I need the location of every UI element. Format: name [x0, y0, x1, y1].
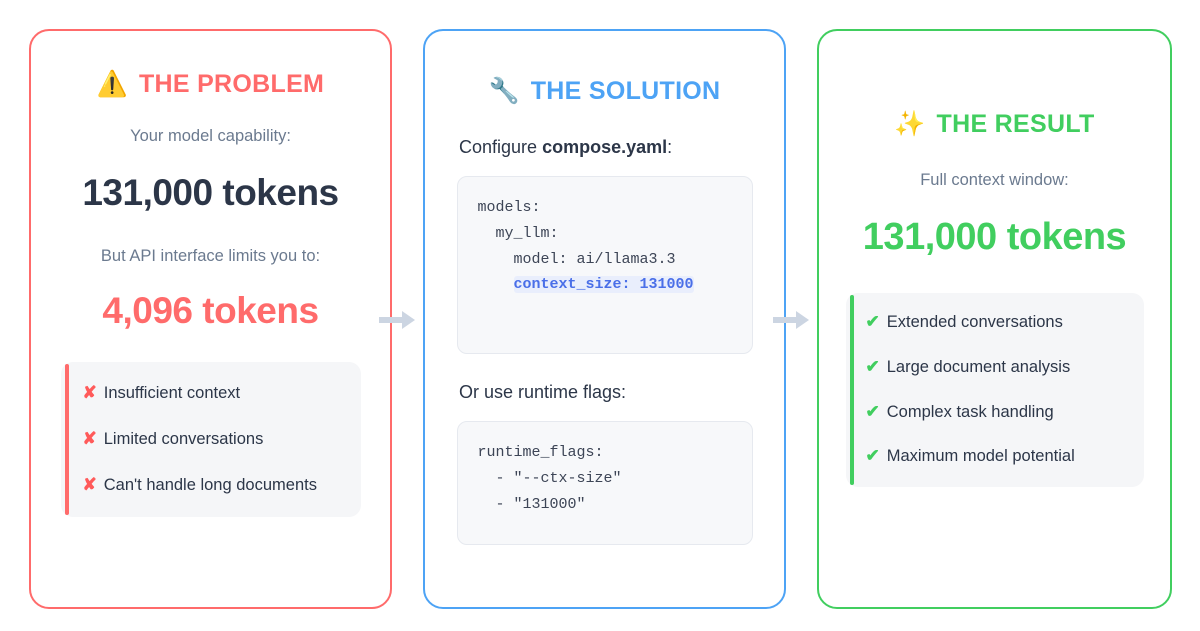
list-item-label: Large document analysis	[886, 357, 1071, 376]
problem-bullet-panel: ✘ Insufficient context ✘ Limited convers…	[60, 362, 361, 518]
solution-caption-runtime: Or use runtime flags:	[459, 382, 627, 402]
cross-icon: ✘	[82, 383, 97, 402]
cross-icon: ✘	[82, 474, 97, 494]
list-item: ✘ Insufficient context	[83, 384, 343, 404]
problem-capability-value: 131,000 tokens	[82, 172, 339, 213]
list-item: ✔ Maximum model potential	[866, 447, 1128, 467]
code-compose-highlight: context_size: 131000	[513, 276, 694, 294]
check-icon: ✔	[865, 401, 880, 421]
card-result: ✨ THE RESULT Full context window: 131,00…	[817, 29, 1172, 609]
list-item: ✘ Can't handle long documents	[83, 476, 343, 496]
result-title: THE RESULT	[936, 110, 1095, 138]
compose-filename: compose.yaml	[542, 137, 668, 157]
code-block-compose-yaml: models: my_llm: model: ai/llama3.3 conte…	[456, 176, 753, 354]
caption-prefix: Configure	[459, 137, 543, 157]
list-item-label: Insufficient context	[103, 384, 241, 402]
problem-limit-label: But API interface limits you to:	[100, 247, 321, 265]
code-block-runtime-flags: runtime_flags: - "--ctx-size" - "131000"	[456, 421, 753, 545]
result-header: ✨ THE RESULT	[845, 110, 1144, 139]
wrench-icon: 🔧	[488, 77, 520, 105]
card-solution: 🔧 THE SOLUTION Configure compose.yaml: m…	[423, 29, 786, 609]
arrow-right-icon	[379, 311, 415, 329]
list-item-label: Extended conversations	[886, 313, 1063, 331]
list-item: ✘ Limited conversations	[83, 430, 343, 450]
problem-capability-label: Your model capability:	[130, 127, 291, 145]
arrow-right-icon	[773, 311, 809, 329]
code-compose-body: models: my_llm: model: ai/llama3.3	[477, 199, 676, 268]
result-bullet-panel: ✔ Extended conversations ✔ Large documen…	[845, 293, 1144, 488]
check-icon: ✔	[865, 356, 880, 376]
list-item: ✔ Large document analysis	[866, 358, 1128, 378]
list-item-label: Maximum model potential	[886, 447, 1075, 466]
check-icon: ✔	[865, 446, 880, 466]
arrow-head	[796, 311, 809, 329]
result-context-label: Full context window:	[920, 171, 1069, 189]
list-item-label: Can't handle long documents	[103, 475, 317, 494]
card-problem: ⚠️ THE PROBLEM Your model capability: 13…	[29, 29, 392, 609]
problem-title: THE PROBLEM	[138, 70, 325, 98]
solution-title: THE SOLUTION	[530, 77, 721, 105]
check-icon: ✔	[865, 312, 880, 331]
arrow-head	[402, 311, 415, 329]
result-context-value: 131,000 tokens	[862, 216, 1127, 258]
solution-header: 🔧 THE SOLUTION	[451, 77, 758, 106]
arrow-shaft	[379, 317, 403, 323]
list-item: ✔ Complex task handling	[866, 403, 1128, 423]
solution-caption-compose: Configure compose.yaml:	[451, 137, 758, 158]
cross-icon: ✘	[82, 428, 97, 448]
list-item-label: Limited conversations	[103, 429, 264, 448]
list-item: ✔ Extended conversations	[866, 313, 1128, 333]
arrow-shaft	[773, 317, 797, 323]
problem-header: ⚠️ THE PROBLEM	[57, 70, 364, 99]
warning-triangle-icon: ⚠️	[96, 70, 128, 98]
list-item-label: Complex task handling	[886, 402, 1054, 421]
problem-limit-value: 4,096 tokens	[102, 290, 319, 331]
sparkles-icon: ✨	[894, 110, 926, 138]
caption-suffix: :	[667, 137, 673, 157]
